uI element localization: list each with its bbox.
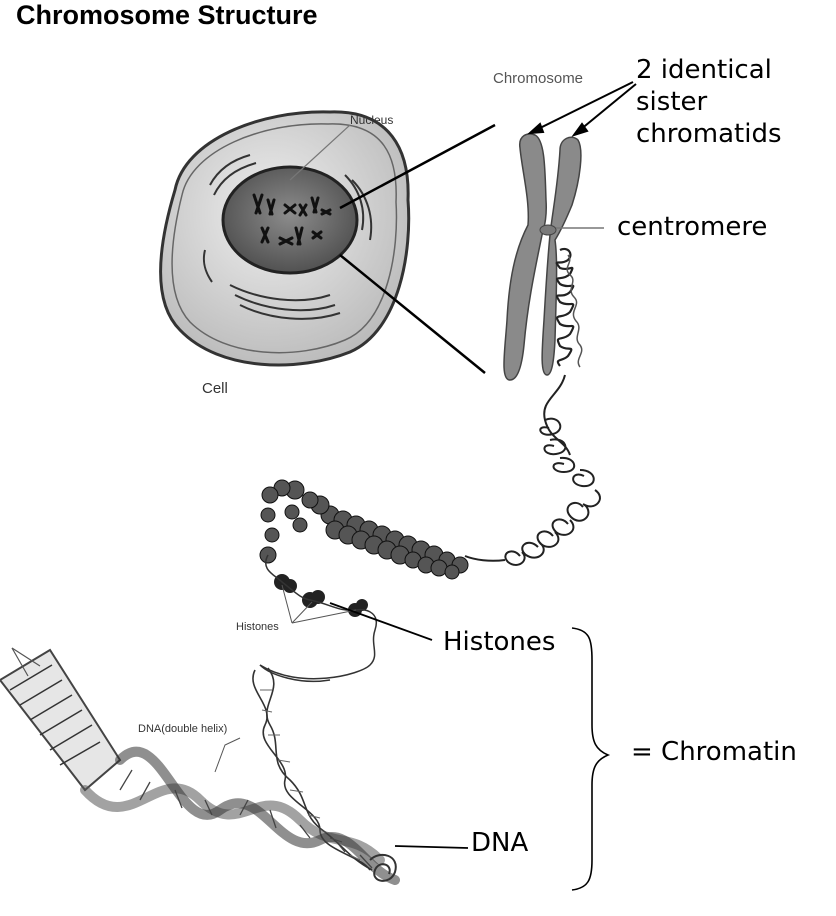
dna-callout-line <box>394 845 469 849</box>
histone-pointers <box>281 584 357 624</box>
chromatin-fiber <box>464 374 601 566</box>
dna-label: DNA <box>471 828 529 858</box>
sister-chromatids-line-2: sister <box>636 87 708 117</box>
sister-chromatids-label: 2 identical sister chromatids <box>636 54 782 150</box>
zoom-line-bottom <box>339 254 486 374</box>
sister-chromatids-line-3: chromatids <box>636 119 782 149</box>
histones-callout-line <box>329 602 433 641</box>
histones-label: Histones <box>443 627 556 657</box>
nucleus <box>221 165 359 275</box>
sister-chromatid-arrows <box>527 81 637 137</box>
centromere-label: centromere <box>617 212 768 242</box>
cell-illustration <box>159 110 411 367</box>
nucleosome-fiber <box>259 479 469 683</box>
zoom-line-top <box>339 123 496 210</box>
histones-small-label: Histones <box>236 621 279 633</box>
nucleus-chromosomes <box>252 193 332 246</box>
chromosome-illustration <box>503 133 583 381</box>
chromatid-left <box>503 133 547 381</box>
chromatin-label: = Chromatin <box>631 737 797 767</box>
chromosome-label: Chromosome <box>493 70 584 87</box>
coiled-chromatin <box>555 247 575 367</box>
page-title: Chromosome Structure <box>16 0 318 30</box>
chromatid-right <box>541 136 582 376</box>
chromatin-brace <box>571 627 611 891</box>
cell-label: Cell <box>202 380 228 397</box>
large-dna-helix <box>0 647 400 885</box>
nucleus-label: Nucleus <box>350 113 394 127</box>
sister-chromatids-line-1: 2 identical <box>636 55 772 85</box>
dna-double-helix-label: DNA(double helix) <box>138 723 228 735</box>
er-lines <box>202 154 373 320</box>
